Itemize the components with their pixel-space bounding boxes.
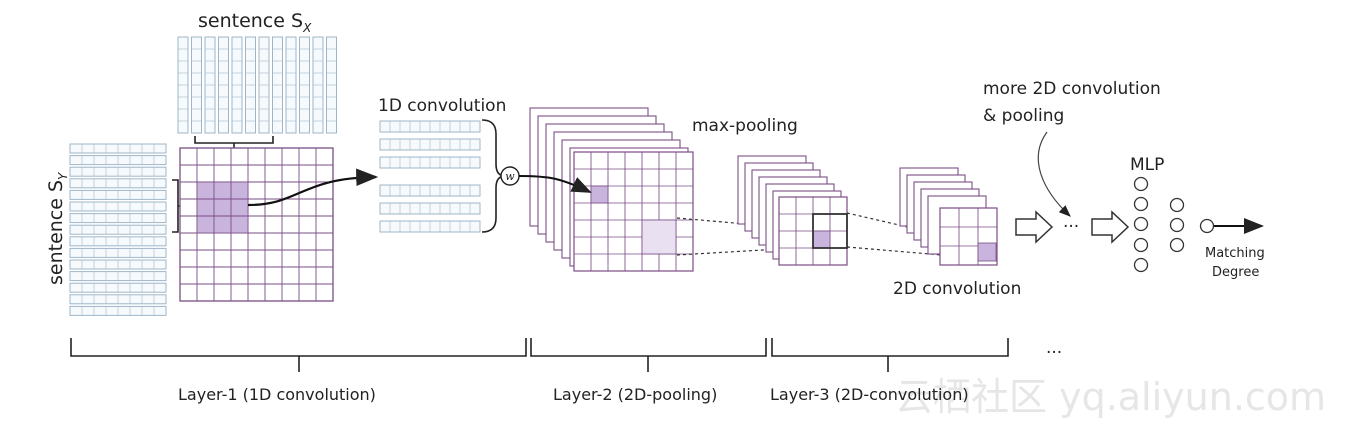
dots-mid: ··· [1063,217,1079,237]
conv2d-active-cell [977,242,997,262]
sentence-x-embeddings [177,36,337,134]
more-conv-label-line2: & pooling [983,106,1064,126]
mlp-neurons [1133,176,1215,273]
layer1-label: Layer-1 (1D convolution) [178,385,376,404]
conv1d-label: 1D convolution [378,96,506,116]
mlp-input-neuron [1133,257,1149,273]
conv-window [196,181,249,234]
layer3-label: Layer-3 (2D-convolution) [770,385,969,404]
watermark: 云栖社区 yq.aliyun.com [895,375,1326,419]
mlp-hidden-neuron [1169,237,1185,253]
conv2d-feature-maps [899,167,998,266]
conv2d-label: 2D convolution [893,279,1021,299]
layer3-active-cell [812,230,831,249]
matching-label-line2: Degree [1212,265,1259,280]
sentence-y-embeddings [69,143,167,316]
layer3-conv-window [812,213,848,249]
mlp-input-neuron [1133,237,1149,253]
sentence-x-label: sentence SX [198,10,312,35]
layer2-front-map [573,151,694,272]
maxpool-label: max-pooling [692,116,798,136]
mlp-hidden-neuron [1169,197,1185,213]
conv2d-front-map [939,207,998,266]
dots-right: ... [1046,338,1062,358]
mlp-input-neuron [1133,196,1149,212]
layer2-pool-region [641,219,677,255]
block-arrow-2 [1091,210,1130,244]
mlp-input-neuron [1133,176,1149,192]
more-conv-label-line1: more 2D convolution [983,79,1161,99]
layer3-bracket [771,338,1009,372]
mlp-input-neuron [1133,216,1149,232]
mlp-hidden-neuron [1169,217,1185,233]
layer1-cells [179,147,334,302]
sentence-y-label: sentence SY [45,171,70,285]
arrow-to-layer2-cell [518,175,592,193]
arrow-to-1d-conv [247,168,379,207]
layer2-bracket [530,338,767,372]
layer2-feature-maps [529,107,694,272]
layer3-pooled-maps [737,155,848,266]
weight-symbol: w [505,170,515,183]
layer2-active-cell [590,185,609,204]
matching-label-line1: Matching [1205,246,1265,261]
layer1-grid [179,147,334,302]
layer1-bracket [70,338,527,372]
layer3-front-map [778,196,848,266]
mlp-output-neuron [1199,218,1215,234]
layer2-label: Layer-2 (2D-pooling) [553,385,717,404]
mlp-label: MLP [1130,155,1164,175]
conv1d-feature-maps [379,120,481,233]
more-conv-pointer [1037,131,1071,217]
block-arrow-1 [1015,210,1054,244]
